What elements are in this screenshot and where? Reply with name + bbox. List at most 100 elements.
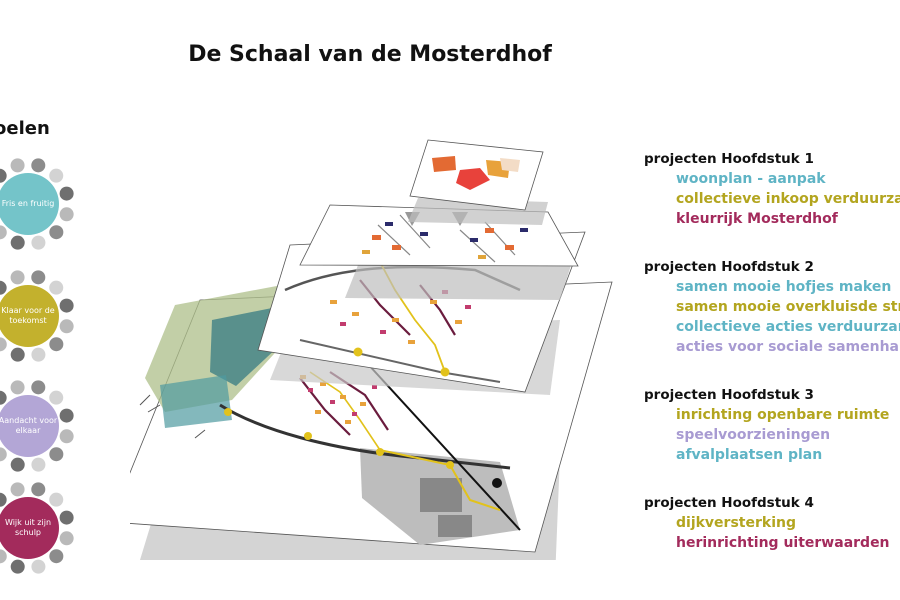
projects-chapter-1: projecten Hoofdstuk 1 woonplan - aanpak …	[644, 150, 900, 229]
project-item: dijkversterking	[676, 515, 796, 531]
goal-ring-dot	[10, 235, 25, 250]
goal-ring-dot	[0, 549, 7, 564]
goal-ring-dot	[49, 447, 64, 462]
group-title: projecten Hoofdstuk 3	[644, 387, 814, 403]
project-item: samen mooie overkluisde straat	[676, 299, 900, 315]
projects-list: projecten Hoofdstuk 1 woonplan - aanpak …	[644, 150, 900, 582]
goal-disc	[0, 285, 59, 347]
layer-court-shadow	[345, 260, 572, 300]
node	[304, 432, 312, 440]
group-title: projecten Hoofdstuk 2	[644, 259, 814, 275]
project-item: herinrichting uiterwaarden	[676, 535, 890, 551]
goal-ring-dot	[49, 549, 64, 564]
goal-ring-dot	[59, 531, 74, 546]
project-items: dijkversterking herinrichting uiterwaard…	[644, 513, 900, 553]
project-item: speelvoorzieningen	[676, 427, 831, 443]
goal-ring-dot	[59, 408, 74, 423]
goal-ring-dot	[49, 492, 64, 507]
project-item: collectieve acties verduurzaming	[676, 319, 900, 335]
bus-stop-marker	[492, 478, 502, 488]
water-area	[160, 375, 232, 428]
project-item: acties voor sociale samenhang	[676, 339, 900, 355]
goal-ring-dot	[49, 337, 64, 352]
goal-ring-dot	[0, 280, 7, 295]
node	[440, 367, 450, 377]
goal-ring-dot	[31, 235, 46, 250]
building	[420, 478, 462, 512]
projects-chapter-4: projecten Hoofdstuk 4 dijkversterking he…	[644, 494, 900, 553]
project-items: samen mooie hofjes maken samen mooie ove…	[644, 277, 900, 357]
group-title: projecten Hoofdstuk 1	[644, 151, 814, 167]
goal-label: Aandacht voor elkaar	[0, 416, 58, 435]
goal-ring-dot	[10, 457, 25, 472]
goal-klaar-voor-de-toekomst: Klaar voor de toekomst	[0, 268, 76, 364]
goal-ring-dot	[10, 347, 25, 362]
goal-ring-dot	[59, 298, 74, 313]
goal-ring-dot	[59, 186, 74, 201]
node	[353, 347, 363, 357]
goal-ring-dot	[49, 280, 64, 295]
goal-ring-graphic	[0, 380, 74, 472]
goal-disc	[0, 173, 59, 235]
goal-label: Fris en fruitig	[1, 199, 55, 208]
goal-ring-dot	[10, 158, 25, 173]
goal-ring-dot	[31, 380, 46, 395]
goal-ring-graphic	[0, 482, 74, 574]
node	[376, 448, 384, 456]
goal-label: Klaar voor de toekomst	[1, 306, 55, 325]
goal-wijk-uit-zijn-schulp: Wijk uit zijn schulp	[0, 480, 76, 576]
route	[379, 449, 501, 511]
goal-ring-dot	[49, 168, 64, 183]
goal-ring-dot	[59, 207, 74, 222]
house-blocks	[372, 228, 514, 250]
house-blocks	[385, 222, 528, 242]
project-item: kleurrijk Mosterdhof	[676, 211, 838, 227]
goal-ring-graphic	[0, 158, 74, 250]
goal-ring-dot	[31, 559, 46, 574]
group-title: projecten Hoofdstuk 4	[644, 495, 814, 511]
house-blocks	[330, 300, 462, 344]
path	[377, 214, 431, 256]
goal-ring-dot	[0, 337, 7, 352]
goal-ring-dot	[10, 270, 25, 285]
scale-layers-illustration	[130, 139, 613, 560]
node	[446, 461, 454, 469]
goal-ring-dot	[0, 447, 7, 462]
project-item: afvalplaatsen plan	[676, 447, 823, 463]
page-title: De Schaal van de Mosterdhof	[188, 42, 552, 67]
projects-chapter-2: projecten Hoofdstuk 2 samen mooie hofjes…	[644, 258, 900, 357]
goal-ring-dot	[10, 482, 25, 497]
goal-ring-dot	[59, 429, 74, 444]
goal-disc	[0, 497, 59, 559]
goal-ring-dot	[49, 390, 64, 405]
goal-ring-dot	[49, 225, 64, 240]
project-item: woonplan - aanpak	[676, 171, 826, 187]
project-item: collectieve inkoop verduurzaming	[676, 191, 900, 207]
goal-label: Wijk uit zijn schulp	[4, 518, 52, 537]
goal-ring-dot	[59, 319, 74, 334]
project-items: woonplan - aanpak collectieve inkoop ver…	[644, 169, 900, 229]
arrows	[139, 394, 206, 439]
project-items: inrichting openbare ruimte speelvoorzien…	[644, 405, 900, 465]
goal-ring-dot	[31, 482, 46, 497]
goal-ring-dot	[0, 492, 7, 507]
house-blocks	[308, 385, 377, 416]
projects-chapter-3: projecten Hoofdstuk 3 inrichting openbar…	[644, 386, 900, 465]
goal-ring-dot	[31, 457, 46, 472]
goal-ring-dot	[0, 390, 7, 405]
node	[224, 408, 232, 416]
project-item: inrichting openbare ruimte	[676, 407, 890, 423]
water-area	[210, 308, 280, 386]
goal-ring-dot	[10, 559, 25, 574]
goal-ring-dot	[31, 158, 46, 173]
goals-heading: oelen	[0, 118, 50, 139]
goal-disc	[0, 395, 59, 457]
goal-ring-dot	[0, 225, 7, 240]
goal-ring-dot	[31, 270, 46, 285]
layer-house	[409, 139, 544, 211]
goal-ring-dot	[59, 510, 74, 525]
goal-ring-dot	[31, 347, 46, 362]
goal-ring-dot	[0, 168, 7, 183]
building	[438, 515, 472, 537]
goal-ring-graphic	[0, 270, 74, 362]
